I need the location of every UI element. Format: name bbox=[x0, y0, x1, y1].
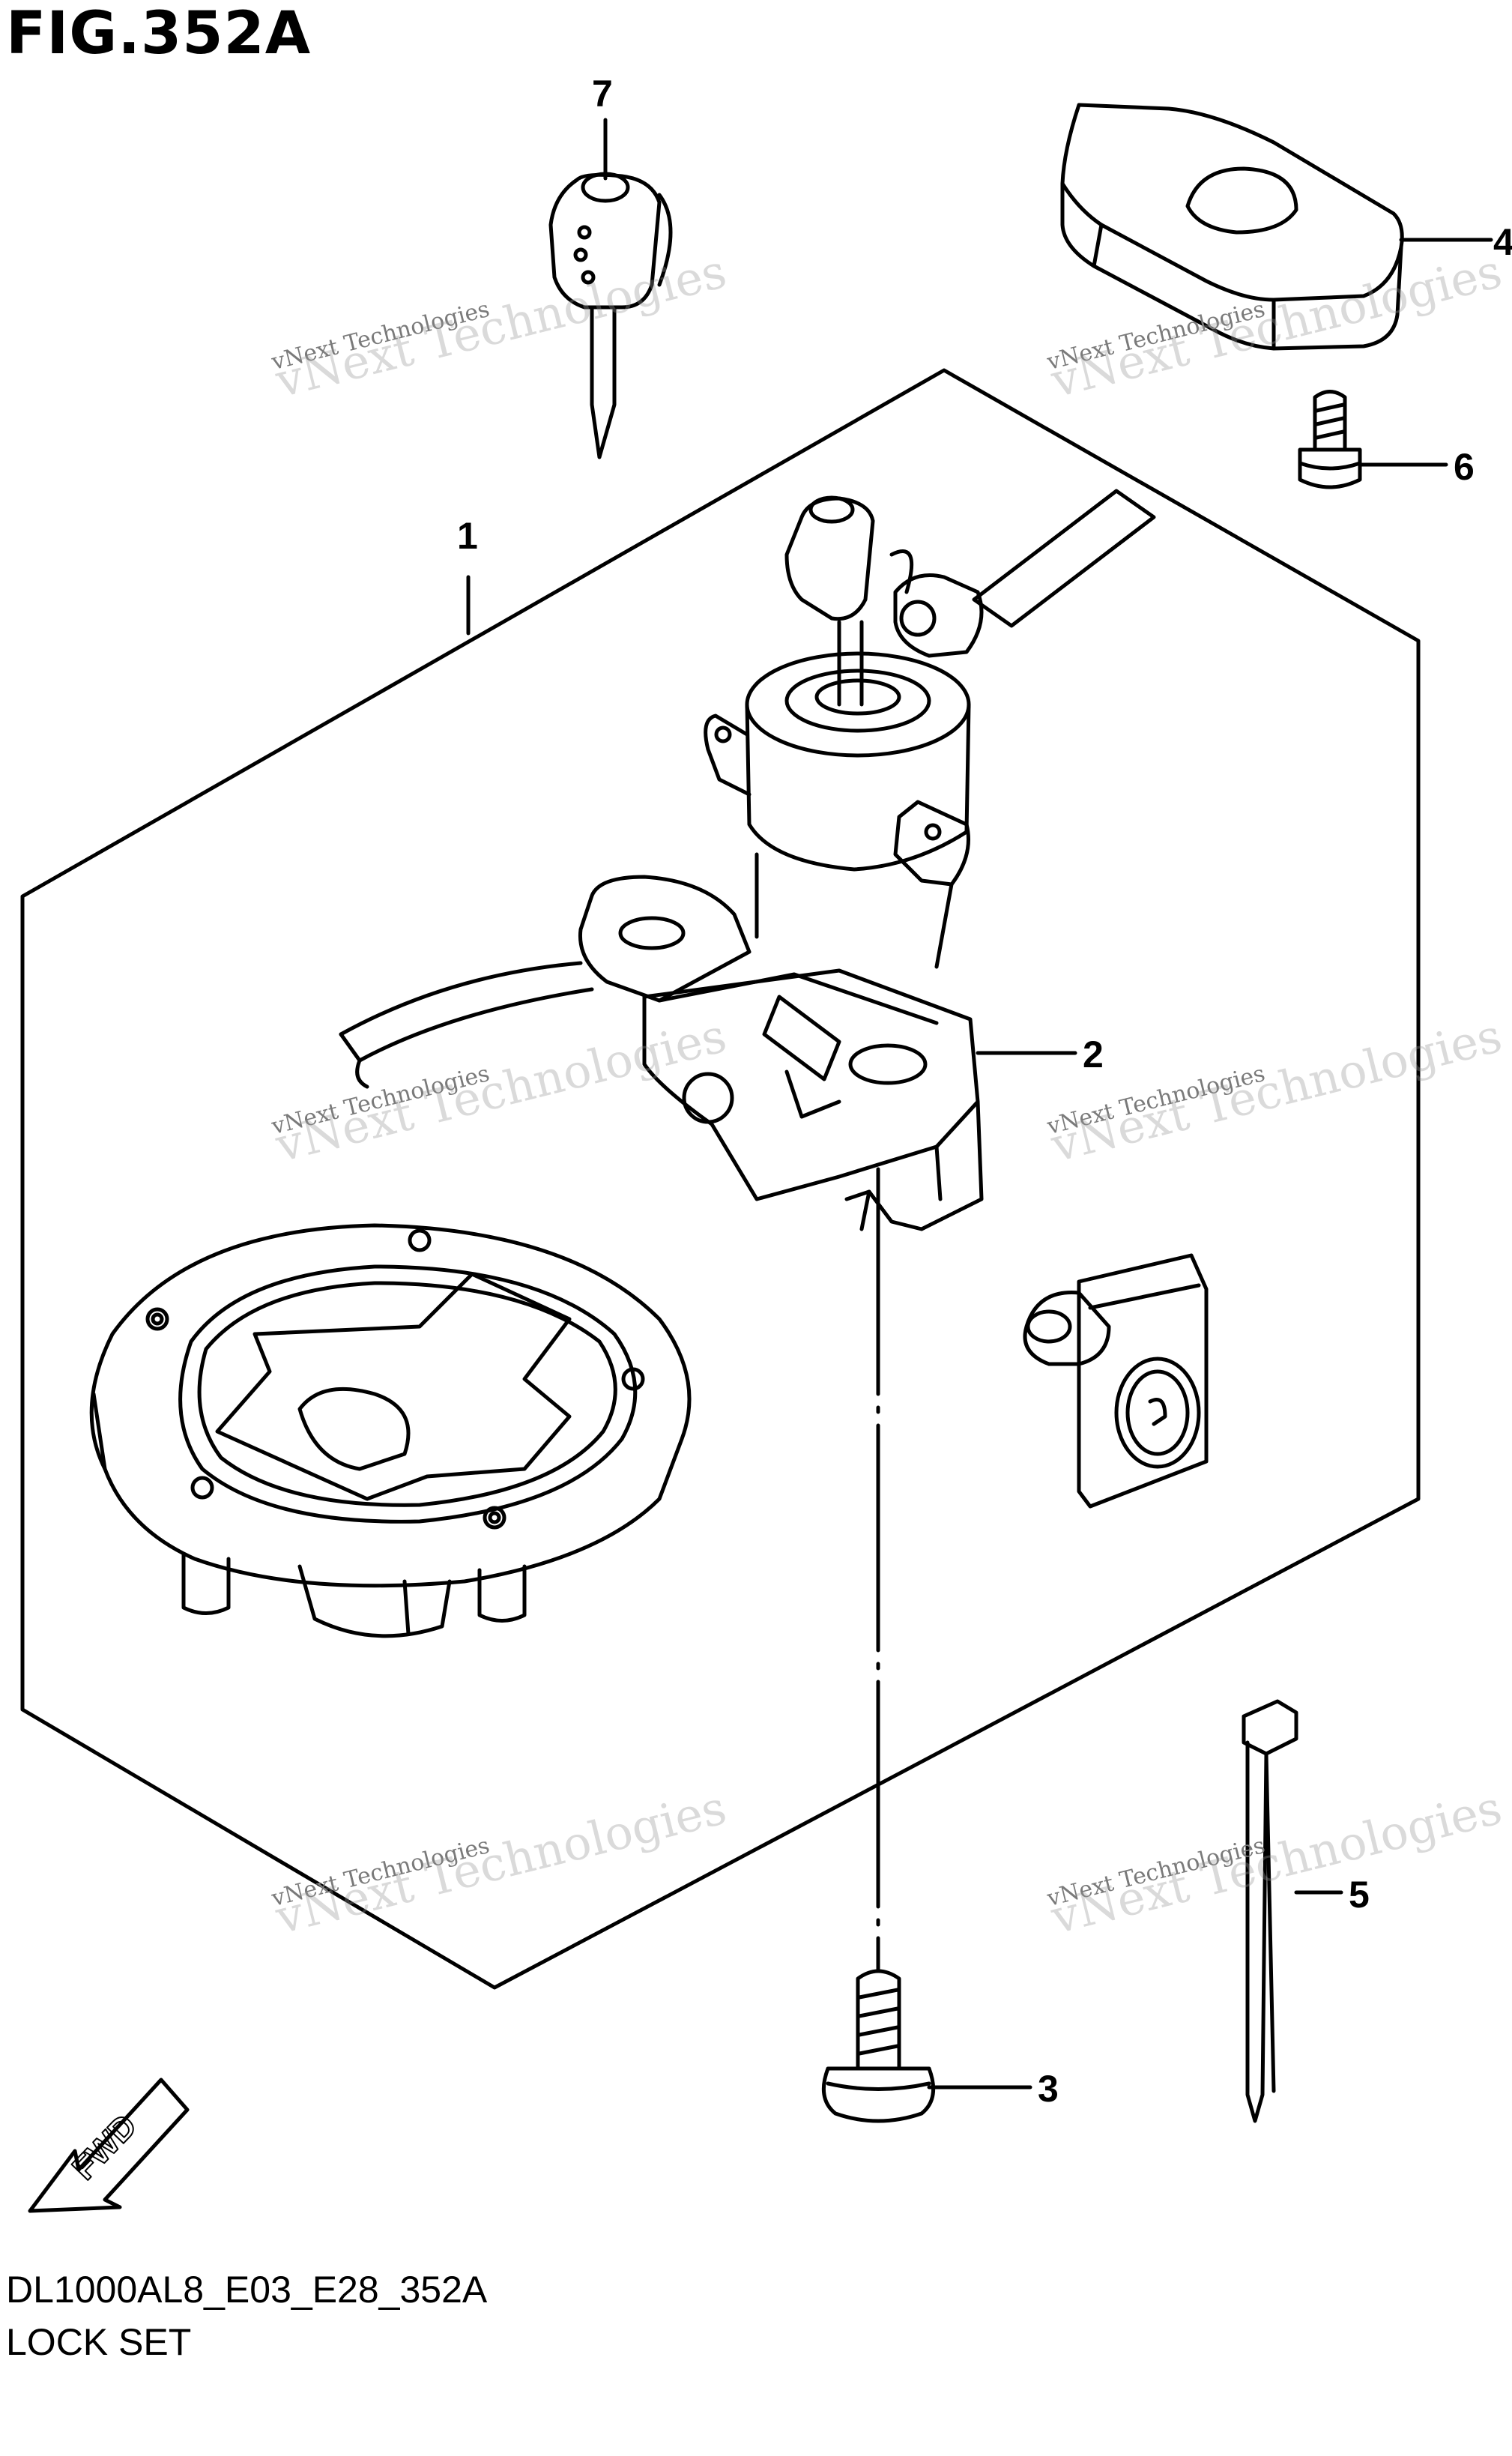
part-bolt-small bbox=[1298, 390, 1362, 489]
callout-6: 6 bbox=[1454, 446, 1475, 488]
part-bolt-large bbox=[821, 1969, 936, 2123]
callout-2: 2 bbox=[1083, 1034, 1104, 1075]
part-ignition-switch bbox=[339, 489, 1156, 1231]
part-cable-tie bbox=[1242, 1699, 1298, 2123]
part-seat-lock bbox=[1023, 1253, 1209, 1509]
fwd-label: FWD bbox=[65, 2107, 144, 2187]
callout-5: 5 bbox=[1349, 1874, 1370, 1916]
part-key bbox=[548, 172, 673, 459]
part-cover bbox=[1060, 103, 1404, 351]
fwd-arrow: FWD bbox=[28, 2078, 190, 2213]
callout-7: 7 bbox=[592, 73, 613, 115]
callout-1: 1 bbox=[457, 515, 478, 557]
kit-boundary bbox=[20, 368, 1421, 1990]
diagram-code: DL1000AL8_E03_E28_352A bbox=[6, 2269, 488, 2311]
figure-title: FIG.352A bbox=[6, 0, 312, 67]
callout-4: 4 bbox=[1493, 221, 1512, 263]
diagram-subtitle: LOCK SET bbox=[6, 2321, 192, 2363]
part-fuel-cap bbox=[89, 1223, 692, 1638]
callout-3: 3 bbox=[1038, 2068, 1059, 2110]
